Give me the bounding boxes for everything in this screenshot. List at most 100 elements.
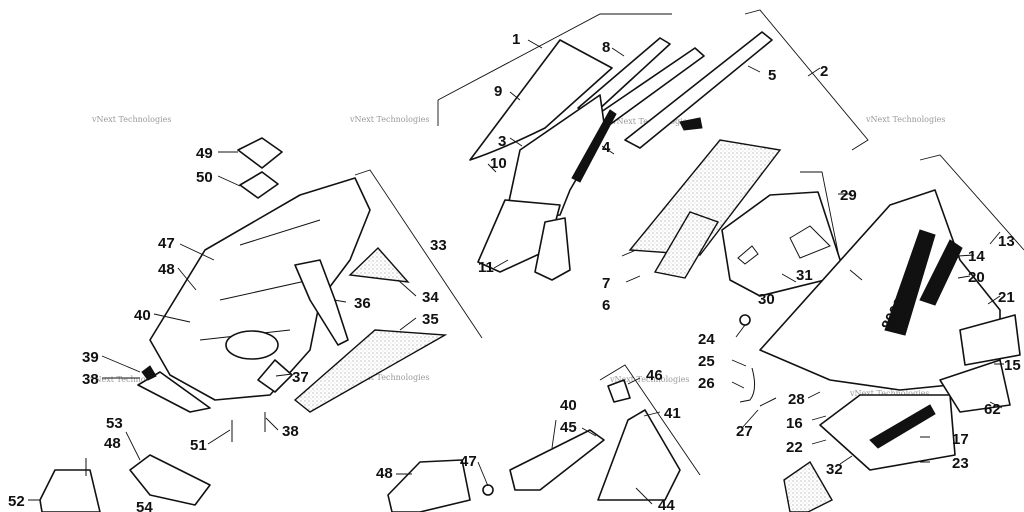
- callout-22: 22: [786, 439, 803, 456]
- part-upper-clip: [607, 379, 631, 403]
- callout-49: 49: [196, 145, 213, 162]
- part-62-side-panel: [939, 359, 1011, 413]
- callout-48c: 48: [376, 465, 393, 482]
- callout-40b: 40: [560, 397, 577, 414]
- callout-17: 17: [952, 431, 969, 448]
- part-49-gasket: [237, 137, 283, 169]
- callout-51: 51: [190, 437, 207, 454]
- windshield-assembly: [437, 9, 869, 283]
- leader: [731, 193, 1004, 465]
- callout-36: 36: [354, 295, 371, 312]
- callout-37: 37: [292, 369, 309, 386]
- part-23-decal-stripe: [869, 404, 936, 449]
- callout-26: 26: [698, 375, 715, 392]
- callout-39: 39: [82, 349, 99, 366]
- part-25-cable: [739, 367, 756, 403]
- part-bracket-clip: [679, 117, 703, 131]
- part-4-dark-strip: [571, 109, 617, 183]
- callout-9: 9: [494, 83, 502, 100]
- callout-46: 46: [646, 367, 663, 384]
- part-30-latch: [737, 245, 759, 265]
- callout-31: 31: [796, 267, 813, 284]
- part-45-trim: [509, 429, 605, 491]
- part-6-foam-pad: [653, 211, 720, 279]
- callout-20: 20: [968, 269, 985, 286]
- leader: [101, 151, 417, 445]
- callout-38: 38: [82, 371, 99, 388]
- part-39-clip: [141, 365, 157, 381]
- callout-47b: 47: [460, 453, 477, 470]
- callout-7: 7: [602, 275, 610, 292]
- group-bracket-29: [800, 171, 843, 273]
- callout-8: 8: [602, 39, 610, 56]
- hood-assembly: 8000: [721, 154, 1024, 512]
- part-47-grommet: [482, 484, 494, 496]
- callout-50: 50: [196, 169, 213, 186]
- part-5-upper-rail: [624, 31, 773, 149]
- watermark: vNext Technologies: [849, 389, 929, 398]
- callout-44: 44: [658, 497, 675, 512]
- watermark: vNext Technologies: [609, 375, 689, 384]
- callout-40: 40: [134, 307, 151, 324]
- part-48-bracket: [387, 459, 471, 512]
- dash-assembly: [101, 137, 483, 445]
- callout-35: 35: [422, 311, 439, 328]
- leader: [396, 377, 661, 505]
- part-13-hood: [759, 189, 1001, 391]
- callout-33: 33: [430, 237, 447, 254]
- callout-labels: 1 2 3 4 5 6 7 8 9 10 11 13 14 15 16 17 2…: [8, 31, 1021, 512]
- callout-28: 28: [788, 391, 805, 408]
- callout-52: 52: [8, 493, 25, 510]
- callout-30: 30: [758, 291, 775, 308]
- callout-24: 24: [698, 331, 715, 348]
- part-20-hood-stripe: [884, 229, 936, 336]
- watermark: vNext Technologies: [865, 115, 945, 124]
- part-gauge-opening: [225, 330, 279, 360]
- part-11-bracket: [534, 217, 571, 281]
- callout-48: 48: [158, 261, 175, 278]
- group-bracket-46: [599, 364, 701, 476]
- callout-62: 62: [984, 401, 1001, 418]
- part-21-hood-stripe: [919, 239, 963, 306]
- callout-29: 29: [840, 187, 857, 204]
- lower-left-trim: [28, 431, 211, 512]
- group-bracket-33: [354, 169, 483, 339]
- callout-15: 15: [1004, 357, 1021, 374]
- callout-25: 25: [698, 353, 715, 370]
- part-52-panel: [39, 469, 101, 512]
- callout-21: 21: [998, 289, 1015, 306]
- callout-14: 14: [968, 248, 985, 265]
- lower-side-panel: [387, 364, 701, 512]
- callout-13: 13: [998, 233, 1015, 250]
- callout-11: 11: [478, 259, 494, 276]
- leader: [28, 431, 141, 501]
- watermark: vNext Technologies: [89, 375, 169, 384]
- callout-3: 3: [498, 133, 506, 150]
- part-35-trim-pad: [293, 329, 448, 413]
- leader: [487, 39, 821, 283]
- callout-4: 4: [602, 139, 611, 156]
- callout-48b: 48: [104, 435, 121, 452]
- part-27-cable: [759, 397, 777, 407]
- part-50-gasket: [239, 171, 279, 199]
- watermark: vNext Technologies: [349, 373, 429, 382]
- callout-5: 5: [768, 67, 776, 84]
- part-41-side-panel: [597, 409, 681, 501]
- watermark: vNext Technologies: [349, 115, 429, 124]
- callout-2: 2: [820, 63, 828, 80]
- group-bracket-13: [919, 154, 1024, 251]
- callout-23: 23: [952, 455, 969, 472]
- callout-47: 47: [158, 235, 175, 252]
- callout-34: 34: [422, 289, 439, 306]
- callout-16: 16: [786, 415, 803, 432]
- part-31-latch: [789, 225, 831, 259]
- callout-54: 54: [136, 499, 153, 512]
- part-37-bracket: [257, 359, 293, 393]
- group-bracket-2: [744, 9, 869, 151]
- part-36-bracket: [294, 259, 349, 346]
- part-34-trim-pad: [348, 246, 410, 283]
- part-dash-panel: [149, 177, 371, 401]
- part-15-badge: [959, 314, 1021, 366]
- callout-6: 6: [602, 297, 610, 314]
